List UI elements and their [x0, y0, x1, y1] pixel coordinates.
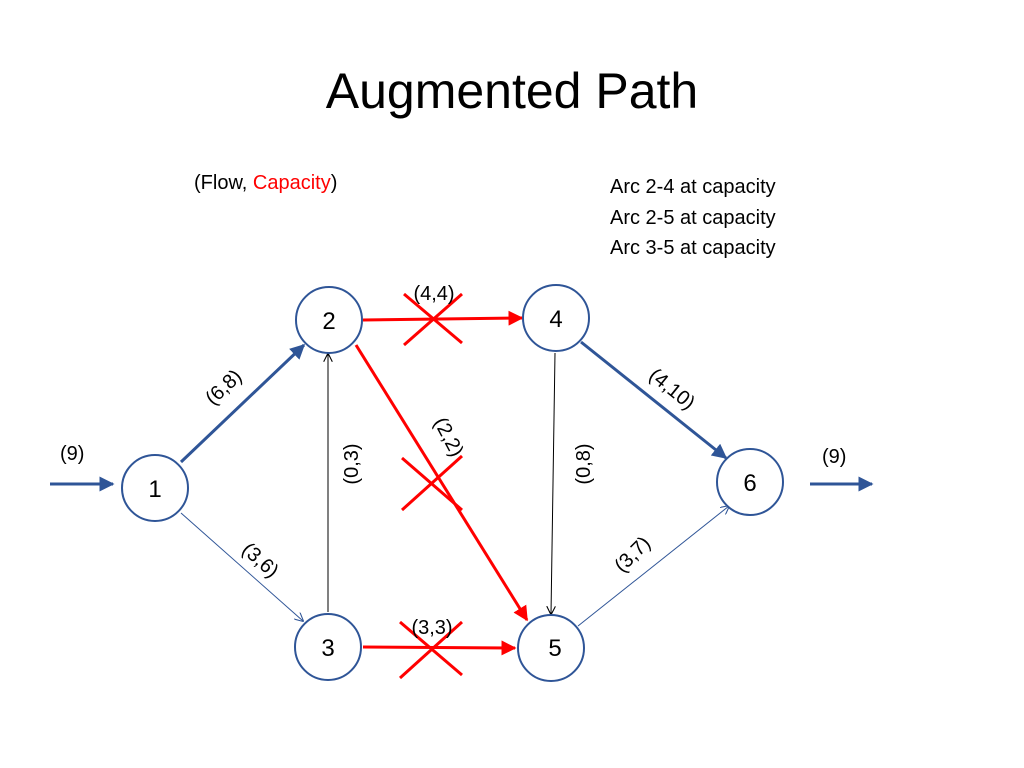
arc-2-4 [362, 310, 524, 326]
arc-4-6 [580, 340, 728, 460]
cross-arc-3-5 [398, 620, 464, 680]
node-3-label: 3 [321, 635, 334, 662]
arc-1-3 [180, 512, 303, 621]
arc-label-1-2: (6,8) [201, 366, 246, 410]
arc-5-6 [577, 506, 729, 627]
legend-close: ) [330, 172, 338, 194]
note-arc-2-4: Arc 2-4 at capacity [610, 176, 776, 198]
note-arc-3-5: Arc 3-5 at capacity [610, 237, 776, 259]
sink-flow-label: (9) [822, 446, 846, 468]
node-4-label: 4 [549, 306, 562, 333]
arc-label-2-5: (2,2) [429, 414, 468, 461]
arc-1-2 [179, 343, 306, 464]
legend-capacity: Capacity [252, 172, 331, 194]
capacity-notes: Arc 2-4 at capacity Arc 2-5 at capacity … [610, 172, 776, 264]
arc-label-2-4: (4,4) [413, 283, 454, 305]
arc-label-3-5: (3,3) [411, 617, 452, 639]
source-flow-label: (9) [60, 443, 84, 465]
node-1: 1 [121, 454, 189, 522]
node-6-label: 6 [743, 470, 756, 497]
legend-open: (Flow, [194, 172, 253, 194]
node-5-label: 5 [548, 635, 561, 662]
arc-label-4-6: (4,10) [645, 364, 699, 414]
arc-label-3-2: (0,3) [341, 443, 363, 484]
note-arc-2-5: Arc 2-5 at capacity [610, 206, 776, 229]
arc-label-4-5: (0,8) [573, 443, 595, 484]
node-6: 6 [716, 448, 784, 516]
node-1-label: 1 [148, 476, 161, 503]
legend: (Flow, Capacity) [194, 172, 337, 195]
cross-arc-2-4 [403, 292, 463, 347]
node-5: 5 [517, 614, 585, 682]
arc-label-1-3: (3,6) [237, 539, 282, 583]
arc-2-5 [354, 344, 529, 622]
arc-4-5 [551, 352, 555, 614]
arc-3-5 [362, 640, 517, 656]
cross-arc-2-5 [400, 454, 464, 512]
node-4: 4 [522, 284, 590, 352]
slide-title: Augmented Path [325, 63, 699, 119]
node-2-label: 2 [322, 308, 335, 335]
node-3: 3 [294, 613, 362, 681]
node-2: 2 [295, 286, 363, 354]
